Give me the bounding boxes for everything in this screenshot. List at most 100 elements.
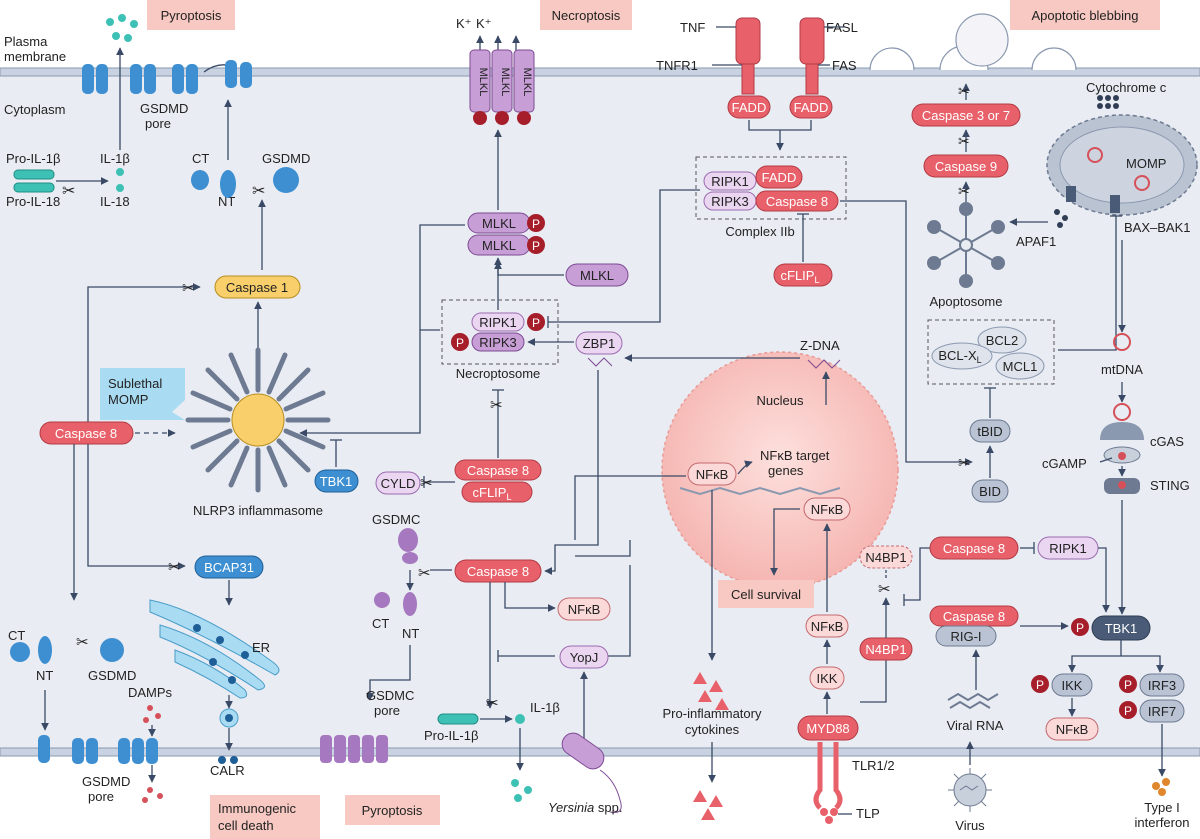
mlkl-pore-2: MLKL — [499, 68, 511, 97]
banner-apoptotic-blebbing-text: Apoptotic blebbing — [1032, 8, 1139, 23]
svg-text:✂: ✂ — [168, 559, 181, 576]
fadd-right-text: FADD — [794, 100, 829, 115]
mcl1-label: MCL1 — [1003, 359, 1038, 374]
svg-text:✂: ✂ — [878, 581, 891, 598]
tbid-node — [969, 419, 1011, 443]
yersinia-label: Yersinia spp. — [548, 800, 622, 815]
tbid-text: tBID — [977, 424, 1002, 439]
nfkb-myd-node — [805, 614, 849, 638]
n4bp1-text: N4BP1 — [865, 642, 906, 657]
gsdmd-top-label: GSDMD — [262, 151, 310, 166]
gsdmd-pore-bottom-shape — [38, 735, 158, 764]
zbp1-node — [575, 331, 623, 355]
banner-cell-survival-text: Cell survival — [731, 587, 801, 602]
gsdmd-pore-top-shape — [82, 64, 198, 94]
momp-label: MOMP — [1126, 156, 1166, 171]
banner-necroptosis — [540, 0, 632, 30]
banner-immunogenic — [210, 795, 320, 839]
svg-text:✂: ✂ — [958, 455, 971, 472]
svg-text:✂: ✂ — [958, 183, 970, 199]
nfkb-r-text: NFκB — [1056, 722, 1089, 737]
irf3-text: IRF3 — [1148, 678, 1176, 693]
svg-text:✂: ✂ — [958, 83, 970, 99]
ikk-myd-text: IKK — [817, 671, 838, 686]
necroptosome-label: Necroptosome — [456, 366, 541, 381]
ikk-myd-node — [809, 666, 845, 690]
svg-text:✂: ✂ — [418, 565, 431, 582]
mtdna-label: mtDNA — [1101, 362, 1143, 377]
myd88-node — [797, 715, 859, 741]
nucleus-label: Nucleus — [757, 393, 804, 408]
banner-apoptotic-blebbing — [1010, 0, 1160, 30]
cytochrome-c-label: Cytochrome c — [1086, 80, 1167, 95]
il1b-label: IL-1β — [100, 151, 130, 166]
mlkl-pore-shape — [469, 49, 535, 125]
tlp-label: TLP — [856, 806, 880, 821]
necroptosome-ripk1: RIPK1 — [479, 315, 517, 330]
nt-bottom-label: NT — [36, 668, 53, 683]
caspase1-text: Caspase 1 — [226, 280, 288, 295]
mlkl-pore-1: MLKL — [477, 68, 489, 97]
bax-bak-label: BAX–BAK1 — [1124, 220, 1191, 235]
irf3-node — [1139, 673, 1185, 697]
bclx-label: BCL-XL — [938, 348, 981, 365]
ct-bottom-label: CT — [8, 628, 25, 643]
bcl2-label: BCL2 — [986, 333, 1019, 348]
il1b-low-label: IL-1β — [530, 700, 560, 715]
zbp1-text: ZBP1 — [583, 336, 616, 351]
caspase8-low-node — [454, 559, 542, 583]
nfkb-myd-text: NFκB — [811, 619, 844, 634]
bcap31-text: BCAP31 — [204, 560, 254, 575]
cflip-right-node — [773, 263, 833, 287]
necroptosome-box — [441, 299, 559, 365]
cyld-text: CYLD — [381, 476, 416, 491]
gsdmc-pore-shape — [320, 735, 388, 763]
k-ion-2: K⁺ — [476, 16, 492, 31]
complex-iib-label: Complex IIb — [725, 224, 794, 239]
caspase8-mid-text: Caspase 8 — [467, 463, 529, 478]
svg-text:✂: ✂ — [490, 397, 503, 414]
complex-fadd: FADD — [762, 170, 797, 185]
ikk-r-node — [1051, 673, 1093, 697]
caspase3-text: Caspase 3 or 7 — [922, 108, 1010, 123]
yersinia-shape — [561, 732, 622, 813]
svg-text:✂: ✂ — [420, 475, 433, 492]
nfkb-low-text: NFκB — [568, 602, 601, 617]
banner-necroptosis-text: Necroptosis — [552, 8, 621, 23]
tbk1-left-node — [314, 469, 359, 493]
ct-mid-label: CT — [372, 616, 389, 631]
caspase1-node — [214, 275, 301, 299]
nlrp3-label: NLRP3 inflammasome — [193, 503, 323, 518]
bcap31-node — [194, 555, 264, 579]
ct-top-label: CT — [192, 151, 209, 166]
pro-il1b-low-label: Pro-IL-1β — [424, 728, 478, 743]
nfkb-nuc-node — [687, 462, 737, 486]
nlrp3-inflammasome-shape — [185, 347, 331, 493]
cyld-node — [375, 471, 421, 495]
k-ion-1: K⁺ — [456, 16, 472, 31]
necroptosome-ripk3: RIPK3 — [479, 335, 517, 350]
phospho-icon: P — [1076, 621, 1084, 635]
nfkb-low-node — [557, 597, 611, 621]
phospho-icon: P — [1124, 704, 1132, 718]
cflip-mid-text: cFLIPL — [473, 485, 512, 502]
ikk-r-text: IKK — [1062, 678, 1083, 693]
caspase8-r1-node — [929, 536, 1019, 560]
phospho-icon: P — [1036, 678, 1044, 692]
damps-label: DAMPs — [128, 685, 173, 700]
calr-label: CALR — [210, 763, 245, 778]
bid-node — [971, 479, 1009, 503]
nfkb-nuc2-node — [803, 497, 851, 521]
pro-il18-label: Pro-IL-18 — [6, 194, 60, 209]
cytochrome-dots — [1054, 95, 1119, 228]
tlr-label: TLR1/2 — [852, 758, 895, 773]
rig-i-text: RIG-I — [950, 629, 981, 644]
fadd-right-node — [789, 95, 833, 119]
banner-pyroptosis-bottom-text: Pyroptosis — [362, 803, 423, 818]
svg-text:✂: ✂ — [76, 634, 89, 651]
